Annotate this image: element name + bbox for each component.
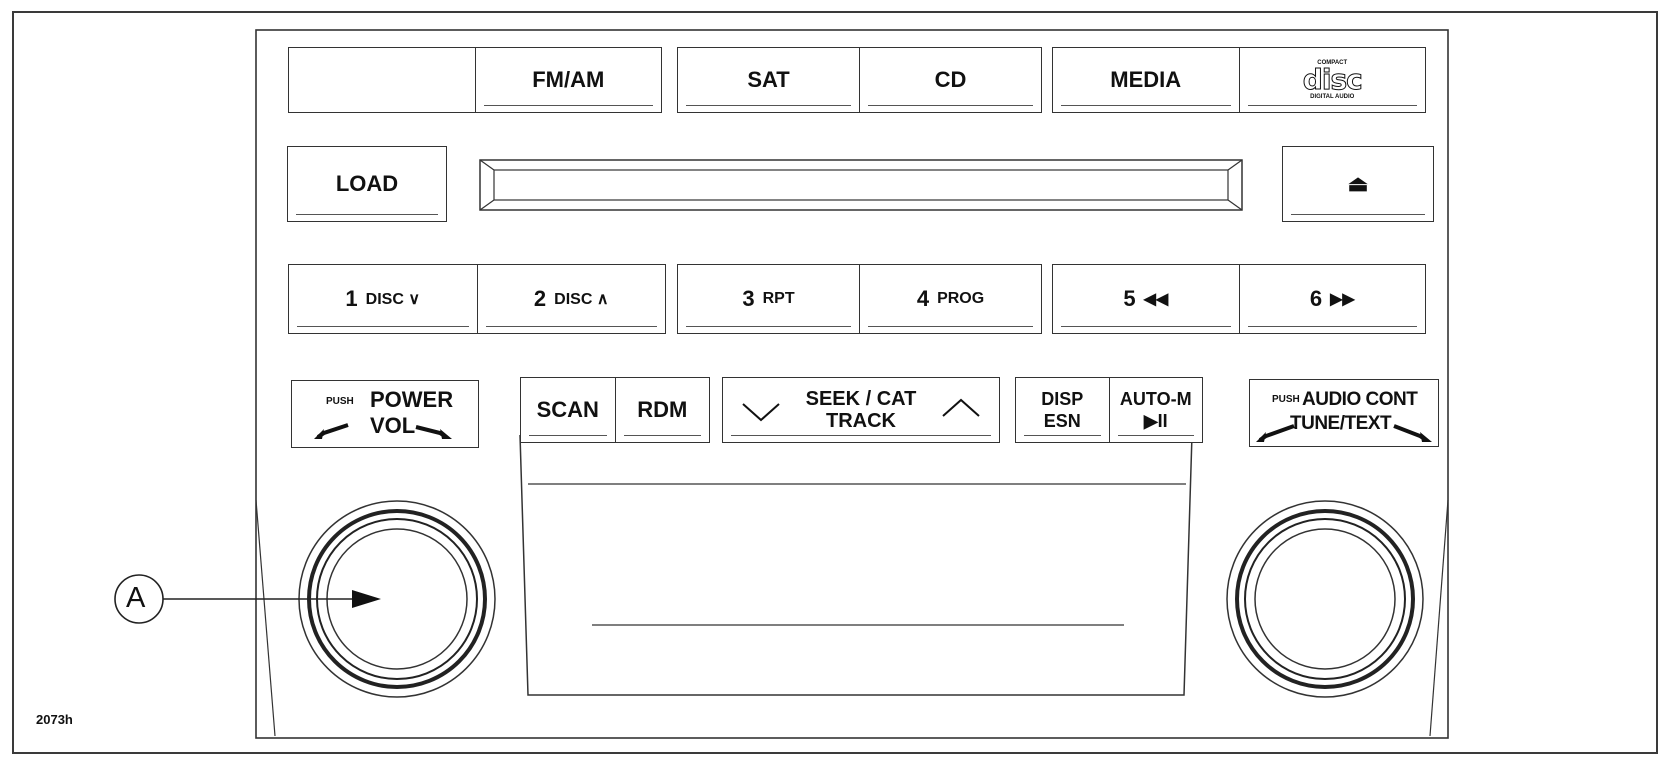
preset-5-button[interactable]: 5◀◀ [1053,265,1239,333]
vol-text: VOL [370,413,416,438]
rotate-arrows-icon [1256,424,1432,442]
eject-group: ⏏ [1282,146,1434,222]
track-text: TRACK [825,410,896,432]
audio-cont-text: AUDIO CONT [1302,389,1418,410]
callout-arrow-icon [352,590,381,608]
auto-m-button[interactable]: AUTO-M ▶II [1108,378,1203,442]
power-push-text: PUSH [326,396,354,407]
preset-group-3: 5◀◀ 6▶▶ [1052,264,1426,334]
disp-esn-button[interactable]: DISP ESN [1016,378,1109,442]
compact-disc-logo-button[interactable]: COMPACT disc DIGITAL AUDIO [1238,48,1426,112]
callout-a [114,574,381,624]
disp-auto-group: DISP ESN AUTO-M ▶II [1015,377,1203,443]
seek-group: SEEK / CAT TRACK [722,377,1000,443]
preset-6-button[interactable]: 6▶▶ [1238,265,1426,333]
sat-button[interactable]: SAT [678,48,859,112]
audio-push-text: PUSH [1272,394,1300,405]
power-text: POWER [370,387,454,412]
figure-code: 2073h [36,712,73,727]
auto-m-text: AUTO-M [1119,389,1192,409]
fmam-button[interactable]: FM/AM [474,48,662,112]
eject-icon: ⏏ [1347,171,1369,196]
seek-track-button[interactable]: SEEK / CAT TRACK [723,378,999,442]
load-group: LOAD [287,146,447,222]
callout-letter: A [126,582,146,614]
audio-tune-knob[interactable] [1226,500,1424,698]
media-button[interactable]: MEDIA [1053,48,1239,112]
load-button[interactable]: LOAD [288,147,446,221]
scan-rdm-group: SCAN RDM [520,377,710,443]
source-buttons-right: MEDIA COMPACT disc DIGITAL AUDIO [1052,47,1426,113]
chevron-down-icon [742,403,780,422]
rdm-button[interactable]: RDM [614,378,710,442]
disp-text: DISP [1041,389,1084,409]
scan-button[interactable]: SCAN [521,378,615,442]
compact-disc-logo: COMPACT disc DIGITAL AUDIO [1302,60,1363,100]
source-buttons-middle: SAT CD [677,47,1042,113]
tune-text-label: TUNE/TEXT [1290,413,1392,434]
figure-frame [12,11,1658,754]
cd-button[interactable]: CD [859,48,1041,112]
seek-cat-text: SEEK / CAT [805,388,917,410]
power-vol-label-box: PUSH POWER VOL [291,380,479,448]
esn-text: ESN [1043,411,1081,431]
play-pause-icon: ▶II [1143,411,1168,431]
chevron-up-icon [942,398,980,417]
source-buttons-left: FM/AM [288,47,662,113]
eject-button[interactable]: ⏏ [1283,147,1433,221]
rotate-arrows-icon [314,423,452,439]
audio-tune-label-box: PUSH AUDIO CONT TUNE/TEXT [1249,379,1439,447]
